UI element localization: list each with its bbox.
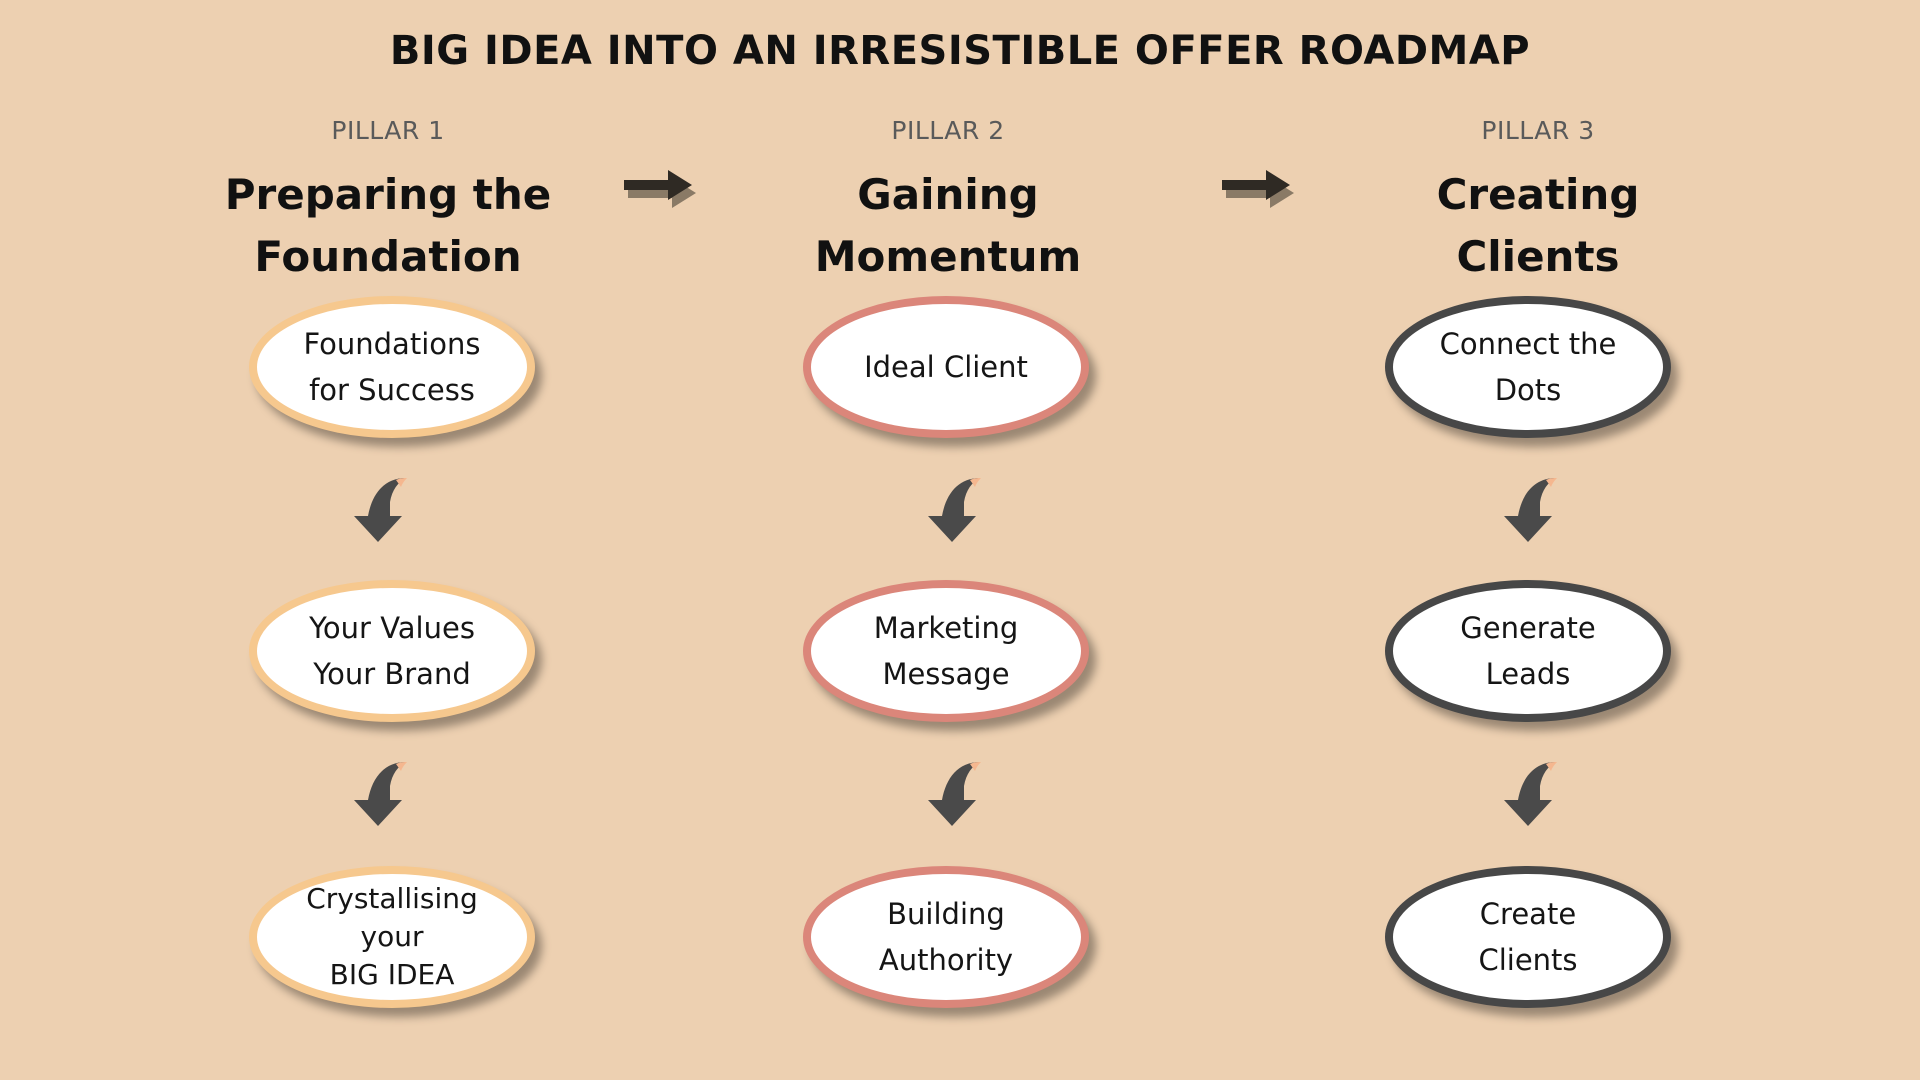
curved-down-arrow-icon [354, 762, 407, 826]
diagram-title: BIG IDEA INTO AN IRRESISTIBLE OFFER ROAD… [389, 28, 1531, 74]
pillar-2: PILLAR 2 Gaining Momentum [708, 112, 1188, 288]
right-arrow-icon [1222, 170, 1294, 208]
step-create-clients: Create Clients [1385, 866, 1671, 1008]
step-label: Building Authority [878, 897, 1014, 977]
step-label: Your Values Your Brand [309, 611, 475, 691]
pillar-2-label: PILLAR 2 [891, 116, 1005, 145]
curved-down-arrow-icon [928, 762, 981, 826]
step-label: Crystallising your BIG IDEA [306, 882, 478, 991]
pillar-1: PILLAR 1 Preparing the Foundation [148, 112, 628, 288]
step-label: Connect the Dots [1439, 327, 1617, 407]
step-label: Create Clients [1478, 897, 1578, 977]
pillar-1-label: PILLAR 1 [331, 116, 445, 145]
pillar-2-name: Gaining Momentum [814, 170, 1082, 281]
step-marketing-message: Marketing Message [803, 580, 1089, 722]
step-crystallising-your-big-idea: Crystallising your BIG IDEA [249, 866, 535, 1008]
pillar-3-name: Creating Clients [1436, 170, 1640, 281]
pillar-1-name: Preparing the Foundation [224, 170, 552, 281]
step-label: Foundations for Success [303, 327, 481, 407]
step-foundations-for-success: Foundations for Success [249, 296, 535, 438]
curved-down-arrow-icon [354, 478, 407, 542]
step-generate-leads: Generate Leads [1385, 580, 1671, 722]
curved-down-arrow-icon [1504, 478, 1557, 542]
step-label: Generate Leads [1460, 611, 1596, 691]
step-ideal-client: Ideal Client [803, 296, 1089, 438]
right-arrow-icon [624, 170, 696, 208]
step-connect-the-dots: Connect the Dots [1385, 296, 1671, 438]
curved-down-arrow-icon [928, 478, 981, 542]
curved-down-arrow-icon [1504, 762, 1557, 826]
step-your-values-your-brand: Your Values Your Brand [249, 580, 535, 722]
step-building-authority: Building Authority [803, 866, 1089, 1008]
step-label: Ideal Client [864, 350, 1028, 384]
step-label: Marketing Message [873, 611, 1019, 691]
pillar-3: PILLAR 3 Creating Clients [1298, 112, 1778, 288]
pillar-3-label: PILLAR 3 [1481, 116, 1595, 145]
